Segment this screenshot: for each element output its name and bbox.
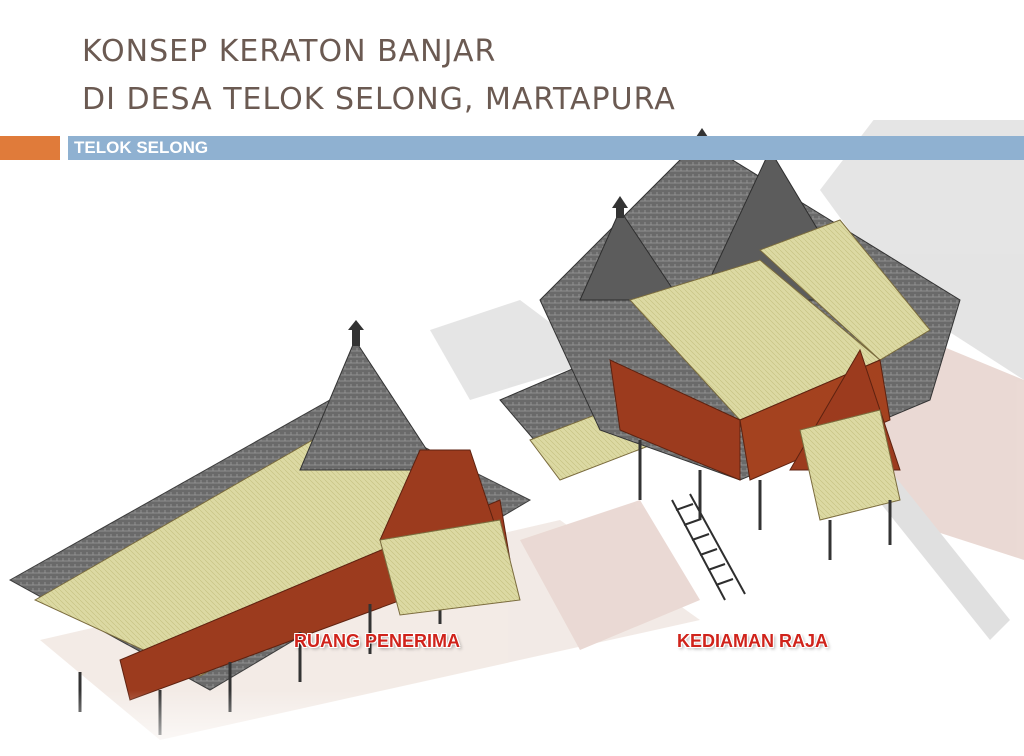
section-bar <box>68 136 1024 160</box>
slide-title-line-2: DI DESA TELOK SELONG, MARTAPURA <box>82 82 676 117</box>
keraton-building-illustration <box>0 120 1024 756</box>
accent-bar <box>0 136 60 160</box>
caption-kediaman-raja: KEDIAMAN RAJA <box>677 631 829 651</box>
caption-ruang-penerima: RUANG PENERIMA <box>294 631 461 651</box>
section-label: TELOK SELONG <box>74 138 209 157</box>
slide-title-line-1: KONSEP KERATON BANJAR <box>82 34 497 69</box>
